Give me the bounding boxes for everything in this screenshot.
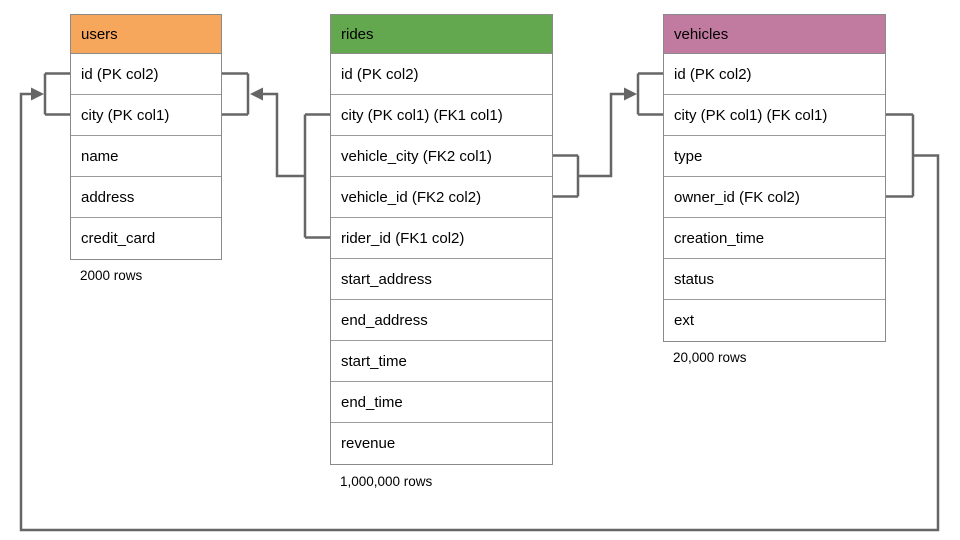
table-users-column: id (PK col2) [71,54,221,95]
table-rides-header: rides [331,15,552,54]
table-vehicles-header: vehicles [664,15,885,54]
arrow-into-users-right [250,87,263,101]
table-rides-column: id (PK col2) [331,54,552,95]
table-rides-column: city (PK col1) (FK1 col1) [331,95,552,136]
table-users-column: city (PK col1) [71,95,221,136]
arrow-into-users-left [31,87,44,101]
users-left-bracket-line [43,72,70,116]
table-rides-column: vehicle_id (FK2 col2) [331,177,552,218]
table-rides-column: revenue [331,423,552,464]
table-vehicles-column: city (PK col1) (FK col1) [664,95,885,136]
table-rides: rides id (PK col2) city (PK col1) (FK1 c… [330,14,553,465]
table-vehicles: vehicles id (PK col2) city (PK col1) (FK… [663,14,886,342]
rides-fk1-users-line [262,92,330,239]
table-rides-column: end_address [331,300,552,341]
table-rides-column: start_address [331,259,552,300]
users-row-count: 2000 rows [80,268,143,283]
table-vehicles-column: status [664,259,885,300]
table-rides-column: vehicle_city (FK2 col1) [331,136,552,177]
users-right-bracket-line [222,72,250,116]
rides-row-count: 1,000,000 rows [340,474,433,489]
table-users-column: credit_card [71,218,221,259]
rides-fk2-vehicles-line [553,92,624,198]
table-rides-column: end_time [331,382,552,423]
table-users-column: address [71,177,221,218]
table-vehicles-column: id (PK col2) [664,54,885,95]
table-users-header: users [71,15,221,54]
vehicles-fk-users-line [19,92,940,532]
table-vehicles-column: ext [664,300,885,341]
table-vehicles-column: type [664,136,885,177]
table-vehicles-column: owner_id (FK col2) [664,177,885,218]
table-users-column: name [71,136,221,177]
vehicles-left-bracket-line [636,72,663,116]
table-rides-column: start_time [331,341,552,382]
table-users: users id (PK col2) city (PK col1) name a… [70,14,222,260]
arrow-into-vehicles-left [624,87,637,101]
table-rides-column: rider_id (FK1 col2) [331,218,552,259]
table-vehicles-column: creation_time [664,218,885,259]
vehicles-row-count: 20,000 rows [673,350,747,365]
